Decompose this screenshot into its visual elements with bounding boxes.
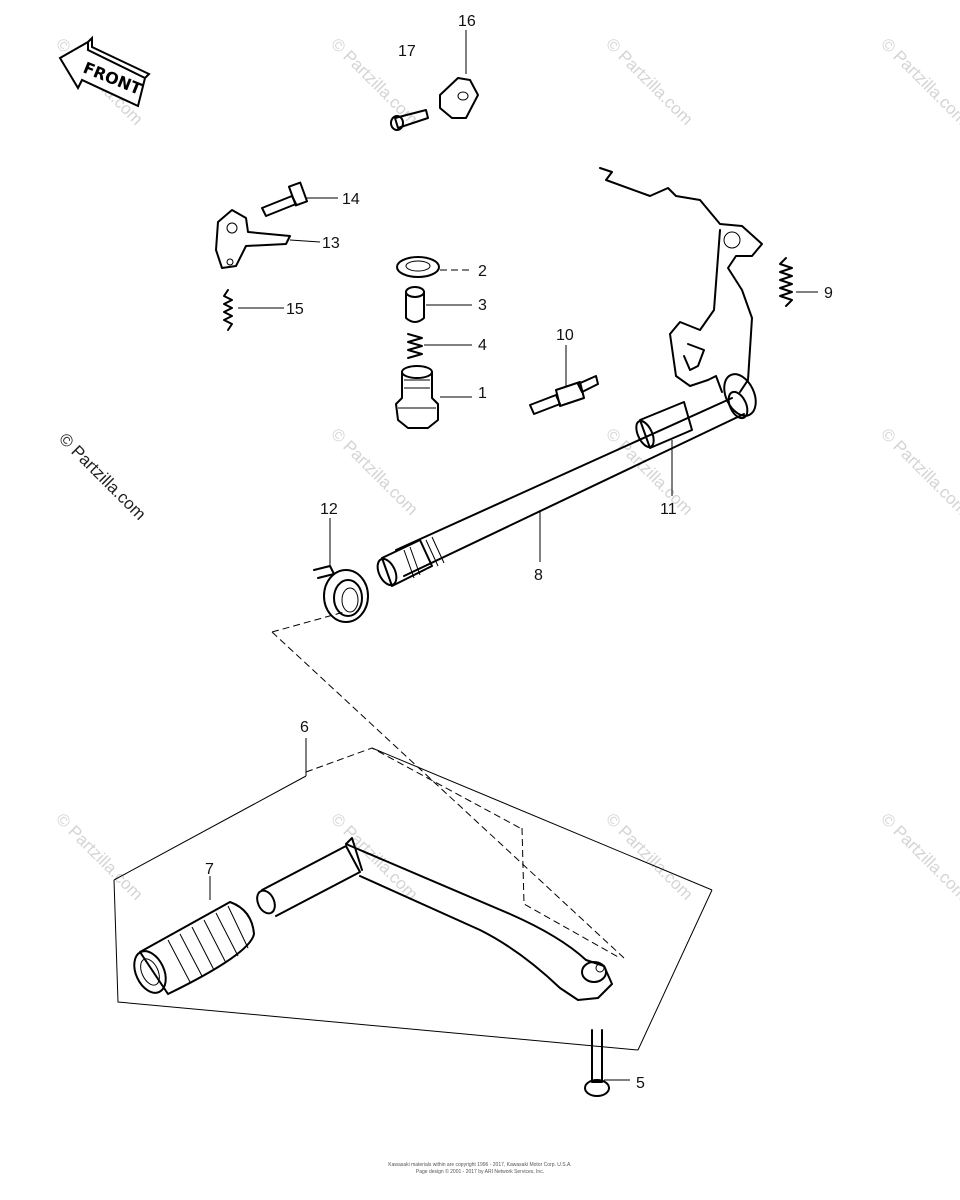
watermark: © Partzilla.com <box>602 34 696 128</box>
part-8-shift-shaft <box>376 390 749 587</box>
callout-9: 9 <box>824 285 833 302</box>
part-2-washer <box>396 256 472 278</box>
watermark: © Partzilla.com <box>52 809 146 903</box>
part-10-stud <box>529 345 599 415</box>
watermark: © Partzilla.com <box>877 809 960 903</box>
callout-5: 5 <box>636 1075 645 1092</box>
callout-labels: 1 2 3 4 5 6 7 8 9 10 11 12 13 14 15 16 1… <box>205 13 833 1092</box>
copyright-notice: Kawasaki materials within are copyright … <box>388 1162 571 1175</box>
side-watermark: © Partzilla.com <box>55 429 149 523</box>
part-17-bolt <box>390 109 429 131</box>
watermark: © Partzilla.com <box>877 34 960 128</box>
part-16-bracket <box>439 77 479 119</box>
part-5-bolt <box>584 1029 630 1097</box>
part-shaft-boss <box>723 373 757 417</box>
callout-13: 13 <box>322 235 340 252</box>
callout-7: 7 <box>205 861 214 878</box>
assembly-lines <box>271 611 625 959</box>
part-6-shift-pedal <box>256 837 613 1001</box>
watermark: © Partzilla.com <box>327 424 421 518</box>
callout-8: 8 <box>534 567 543 584</box>
copyright-line-1: Kawasaki materials within are copyright … <box>388 1162 571 1168</box>
part-1-plug <box>395 365 472 429</box>
callout-14: 14 <box>342 191 360 208</box>
part-7-pedal-rubber <box>133 876 255 995</box>
callout-2: 2 <box>478 263 487 280</box>
callout-10: 10 <box>556 327 574 344</box>
callout-17: 17 <box>398 43 416 60</box>
callout-6: 6 <box>300 719 309 736</box>
copyright-line-2: Page design © 2001 - 2017 by ARI Network… <box>416 1168 544 1175</box>
part-14-bolt <box>261 181 338 217</box>
watermark: © Partzilla.com <box>602 809 696 903</box>
callout-12: 12 <box>320 501 338 518</box>
part-9-spring <box>779 257 818 307</box>
part-12-return-spring <box>313 518 369 623</box>
callout-4: 4 <box>478 337 487 354</box>
part-shift-arm <box>599 167 763 393</box>
callout-3: 3 <box>478 297 487 314</box>
watermark-layer: © Partzilla.com © Partzilla.com © Partzi… <box>52 34 960 903</box>
part-15-spring <box>223 289 284 331</box>
watermark: © Partzilla.com <box>877 424 960 518</box>
part-13-lever-plate <box>215 209 321 269</box>
callout-1: 1 <box>478 385 487 402</box>
callout-11: 11 <box>660 501 677 518</box>
watermark: © Partzilla.com <box>602 424 696 518</box>
part-6-group-outline <box>113 738 713 1051</box>
part-4-spring <box>407 333 472 359</box>
callout-15: 15 <box>286 301 304 318</box>
part-11-collar <box>635 401 693 496</box>
part-3-pin <box>405 286 472 323</box>
callout-16: 16 <box>458 13 476 30</box>
